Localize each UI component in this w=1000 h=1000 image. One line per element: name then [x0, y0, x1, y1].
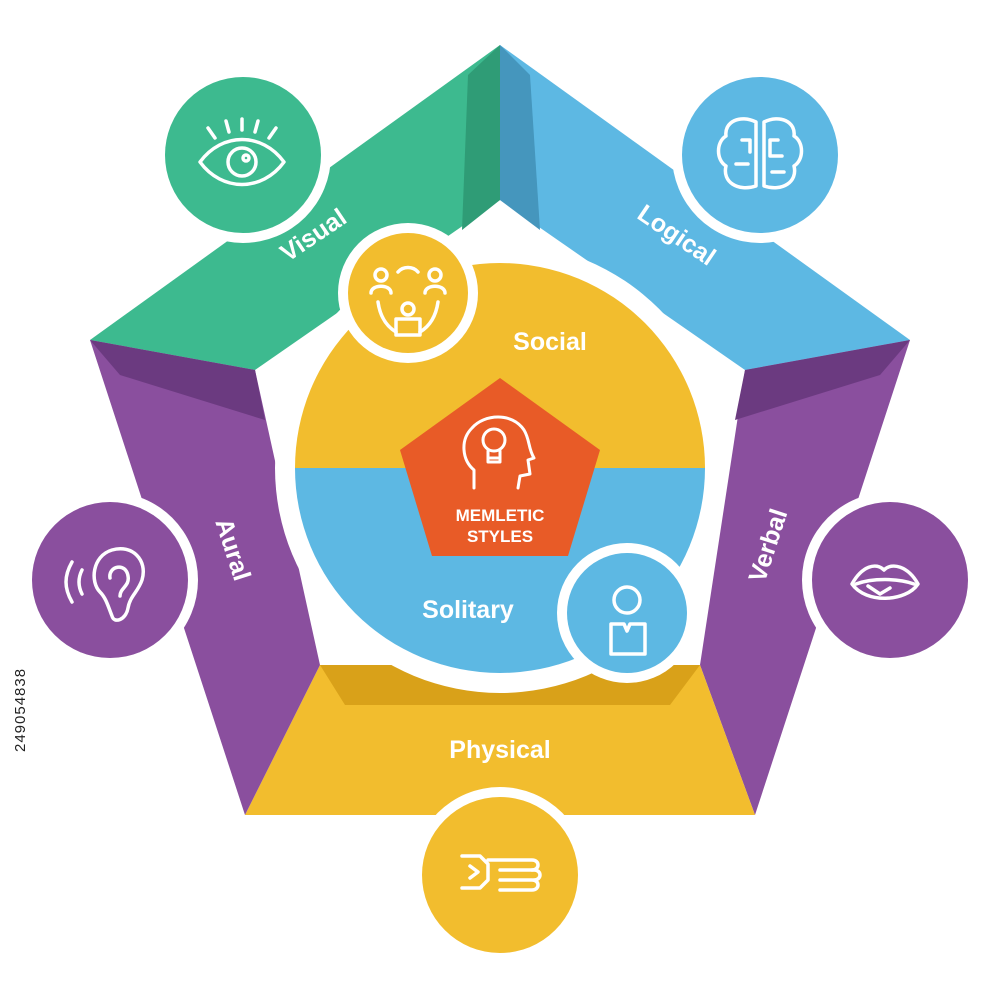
lips-icon	[850, 564, 920, 600]
segment-visual-shade	[462, 45, 500, 230]
segment-verbal-shade	[735, 340, 910, 420]
logical-badge	[672, 67, 848, 243]
group-icon	[369, 265, 447, 337]
person-icon	[609, 585, 647, 656]
fist-icon	[460, 854, 542, 892]
label-social: Social	[513, 328, 587, 356]
label-physical: Physical	[449, 736, 550, 764]
eye-icon	[198, 117, 286, 187]
ear-icon	[64, 547, 145, 622]
head-bulb-icon	[462, 415, 536, 490]
stock-id: 249054838	[12, 667, 29, 752]
solitary-badge	[557, 543, 697, 683]
center-title-line2: STYLES	[467, 527, 533, 546]
social-badge	[338, 223, 478, 363]
segment-logical-shade	[500, 45, 540, 230]
verbal-badge	[802, 492, 978, 668]
label-solitary: Solitary	[422, 596, 514, 624]
center-title-line1: MEMLETIC	[456, 506, 545, 525]
segment-aural	[90, 340, 320, 815]
aural-badge	[22, 492, 198, 668]
physical-badge	[412, 787, 588, 963]
visual-badge	[155, 67, 331, 243]
segment-aural-shade	[90, 340, 265, 420]
center-badge: MEMLETIC STYLES	[400, 378, 600, 556]
brain-icon	[716, 117, 804, 190]
